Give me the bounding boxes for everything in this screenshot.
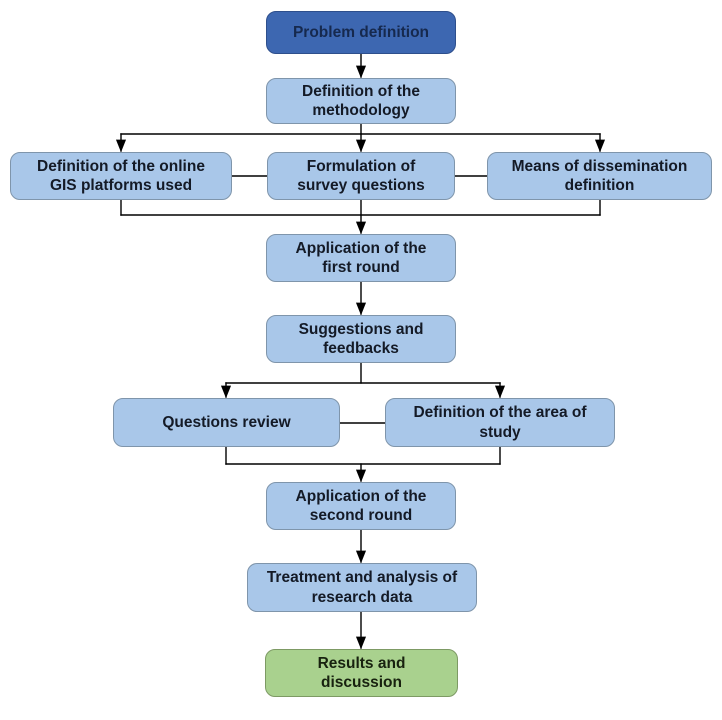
node-online-gis-platforms: Definition of the online GIS platforms u… xyxy=(10,152,232,200)
node-label: Suggestions and feedbacks xyxy=(298,320,424,357)
node-application-first-round: Application of the first round xyxy=(266,234,456,282)
node-treatment-analysis-data: Treatment and analysis of research data xyxy=(247,563,477,612)
node-suggestions-feedbacks: Suggestions and feedbacks xyxy=(266,315,456,363)
node-label: Results and discussion xyxy=(317,654,406,691)
node-means-dissemination: Means of dissemination definition xyxy=(487,152,712,200)
node-application-second-round: Application of the second round xyxy=(266,482,456,530)
node-results-discussion: Results and discussion xyxy=(265,649,458,697)
node-label: Problem definition xyxy=(292,23,430,41)
node-label: Definition of the online GIS platforms u… xyxy=(37,157,205,194)
node-label: Definition of the methodology xyxy=(302,82,420,119)
node-label: Formulation of survey questions xyxy=(297,157,425,194)
node-label: Means of dissemination definition xyxy=(511,157,688,194)
node-definition-area-study: Definition of the area of study xyxy=(385,398,615,447)
node-questions-review: Questions review xyxy=(113,398,340,447)
node-survey-questions: Formulation of survey questions xyxy=(267,152,455,200)
node-label: Application of the first round xyxy=(295,239,427,276)
node-definition-methodology: Definition of the methodology xyxy=(266,78,456,124)
node-problem-definition: Problem definition xyxy=(266,11,456,54)
node-label: Application of the second round xyxy=(295,487,427,524)
node-label: Definition of the area of study xyxy=(413,404,587,441)
node-label: Questions review xyxy=(162,413,291,431)
node-label: Treatment and analysis of research data xyxy=(266,569,458,606)
